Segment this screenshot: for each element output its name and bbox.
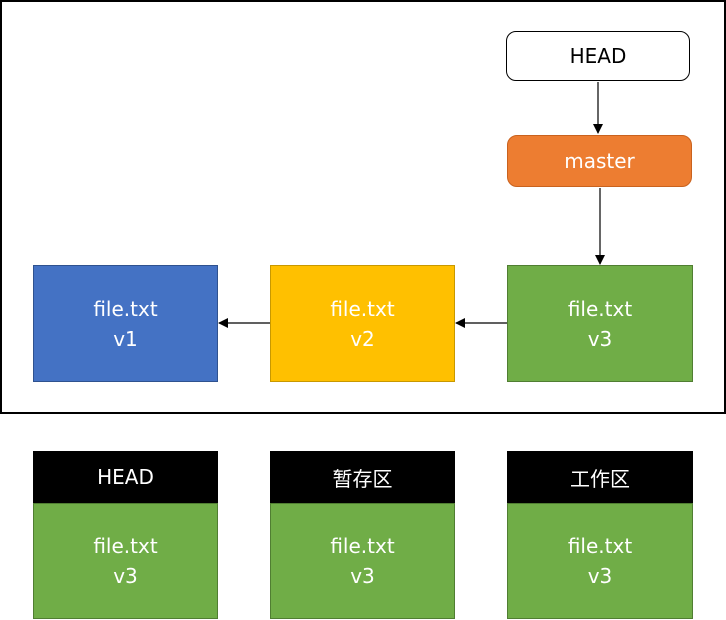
area-header-staging: 暂存区 xyxy=(270,451,455,503)
commit-file: file.txt xyxy=(567,296,633,321)
commit-version: v1 xyxy=(113,326,138,351)
commit-version: v2 xyxy=(350,326,375,351)
area-header-head: HEAD xyxy=(33,451,218,503)
area-title: 暂存区 xyxy=(332,466,393,491)
commit-box-v3: file.txt v3 xyxy=(507,265,693,382)
commit-version: v3 xyxy=(587,326,613,351)
area-version: v3 xyxy=(587,564,613,588)
area-file: file.txt xyxy=(330,534,395,558)
master-branch-label: master xyxy=(564,149,635,173)
area-body-staging: file.txt v3 xyxy=(270,503,455,619)
area-body-working: file.txt v3 xyxy=(507,503,693,619)
area-file: file.txt xyxy=(567,534,633,558)
area-title: HEAD xyxy=(97,465,154,489)
area-file: file.txt xyxy=(93,534,158,558)
area-title: 工作区 xyxy=(570,466,630,491)
area-header-working: 工作区 xyxy=(507,451,693,503)
area-version: v3 xyxy=(350,564,375,588)
head-ref-box: HEAD xyxy=(506,31,690,81)
repository-frame xyxy=(0,0,726,414)
commit-box-v1: file.txt v1 xyxy=(33,265,218,382)
head-ref-label: HEAD xyxy=(569,44,627,68)
area-version: v3 xyxy=(113,564,138,588)
area-body-head: file.txt v3 xyxy=(33,503,218,619)
commit-box-v2: file.txt v2 xyxy=(270,265,455,382)
commit-file: file.txt xyxy=(93,296,158,321)
commit-file: file.txt xyxy=(330,296,395,321)
master-branch-box: master xyxy=(507,135,692,187)
